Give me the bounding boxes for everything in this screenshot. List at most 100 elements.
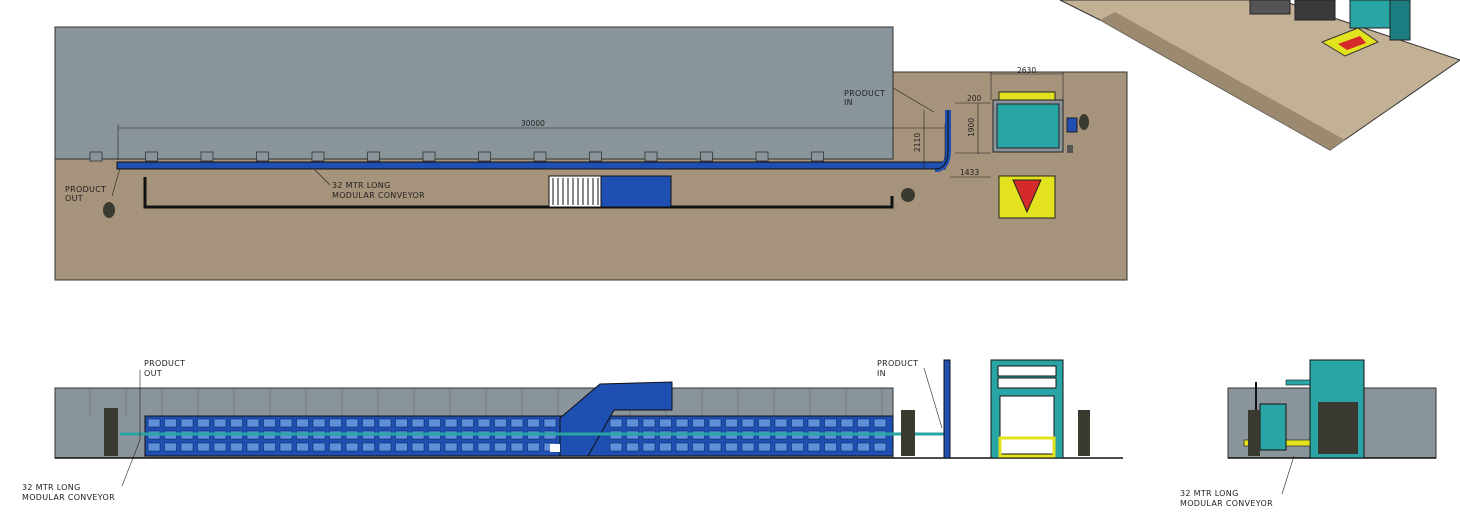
conveyor-cell <box>791 418 804 428</box>
conveyor-cell <box>725 442 738 452</box>
conveyor-cell <box>263 442 276 452</box>
elevation-machine <box>990 359 1064 459</box>
conveyor-cell <box>329 418 342 428</box>
conveyor-cell <box>345 418 359 428</box>
conveyor-cell <box>626 442 639 452</box>
conveyor-cell <box>461 442 474 452</box>
conveyor-cell <box>164 418 177 428</box>
conveyor-cell <box>527 442 540 452</box>
conveyor-cell <box>807 418 821 428</box>
conveyor-cell <box>180 418 194 428</box>
dim-200: 200 <box>967 94 982 103</box>
front-elevation: PRODUCT OUT PRODUCT IN 32 MTR LONG MODUL… <box>22 359 1123 502</box>
conveyor-cell <box>692 442 705 452</box>
conveyor-cell <box>362 418 375 428</box>
conveyor-cell <box>477 418 491 428</box>
conveyor-cell <box>725 418 738 428</box>
conveyor-cell <box>840 418 854 428</box>
conveyor-cell <box>857 418 870 428</box>
plan-column <box>589 151 602 162</box>
conveyor-cell <box>378 418 392 428</box>
conveyor-cell <box>741 418 755 428</box>
plan-column <box>700 151 713 162</box>
elev-product-in-line2: IN <box>877 369 886 378</box>
dim-length: 30000 <box>521 119 545 128</box>
elev-product-in-line1: PRODUCT <box>877 359 918 368</box>
plan-column <box>478 151 491 162</box>
conveyor-cell <box>444 418 458 428</box>
red-arrow <box>1012 179 1042 214</box>
conveyor-cell <box>510 418 524 428</box>
conveyor-cell <box>246 442 260 452</box>
conveyor-cell <box>543 418 557 428</box>
plan-frame-line <box>143 177 894 209</box>
plan-conveyor <box>116 161 946 170</box>
iso-machine <box>1249 0 1411 57</box>
plan-column <box>256 151 269 162</box>
plan-product-out-line1: PRODUCT <box>65 185 106 194</box>
side-conveyor-line2: MODULAR CONVEYOR <box>1180 499 1273 508</box>
conveyor-cell <box>213 442 227 452</box>
plan-unit <box>548 175 672 208</box>
dim-1900: 1900 <box>967 118 976 137</box>
dim-2630: 2630 <box>1017 66 1036 75</box>
conveyor-cell <box>642 418 656 428</box>
conveyor-cell <box>758 418 771 428</box>
conveyor-cell <box>147 418 161 428</box>
conveyor-cell <box>428 418 441 428</box>
side-elevation: 32 MTR LONG MODULAR CONVEYOR <box>1180 359 1437 508</box>
conveyor-cell <box>197 418 210 428</box>
plan-column <box>145 151 158 162</box>
plan-product-in-line1: PRODUCT <box>844 89 885 98</box>
conveyor-cell <box>857 442 870 452</box>
conveyor-cell <box>741 442 755 452</box>
conveyor-cell <box>659 418 672 428</box>
conveyor-cell <box>774 442 788 452</box>
conveyor-cell <box>296 418 309 428</box>
conveyor-cell <box>609 442 623 452</box>
conveyor-cell <box>329 442 342 452</box>
isometric-view <box>1059 0 1460 151</box>
conveyor-cell <box>494 442 507 452</box>
plan-column <box>200 151 214 162</box>
conveyor-cell <box>279 442 293 452</box>
conveyor-cell <box>675 418 689 428</box>
dim-1433: 1433 <box>960 168 979 177</box>
conveyor-cell <box>873 418 887 428</box>
conveyor-cell <box>824 442 837 452</box>
conveyor-cell <box>411 418 425 428</box>
conveyor-cell <box>494 418 507 428</box>
plan-column <box>311 151 325 162</box>
conveyor-cell <box>642 442 656 452</box>
elev-product-out-line2: OUT <box>144 369 162 378</box>
plan-product-in-line2: IN <box>844 98 853 107</box>
plan-product-out-line2: OUT <box>65 194 83 203</box>
conveyor-cell <box>873 442 887 452</box>
conveyor-cell <box>609 418 623 428</box>
plan-view: 30000 2630 200 1900 2110 1433 PRODUCT IN… <box>54 26 1128 281</box>
conveyor-cell <box>362 442 375 452</box>
plan-column <box>644 151 658 162</box>
conveyor-cell <box>164 442 177 452</box>
plan-column <box>89 151 103 162</box>
plan-dimensions <box>111 72 1064 197</box>
plan-column <box>811 151 824 162</box>
side-conveyor-line1: 32 MTR LONG <box>1180 489 1239 498</box>
conveyor-cell <box>428 442 441 452</box>
conveyor-cell <box>230 418 243 428</box>
plan-column <box>533 151 547 162</box>
elev-conveyor-line1: 32 MTR LONG <box>22 483 81 492</box>
conveyor-cell <box>263 418 276 428</box>
elevation-incline-hood <box>559 381 673 457</box>
conveyor-cell <box>312 418 326 428</box>
conveyor-cell <box>411 442 425 452</box>
conveyor-cell <box>444 442 458 452</box>
plan-machine <box>992 91 1078 219</box>
plan-operators <box>103 114 1089 218</box>
elevation-operators <box>104 408 1090 456</box>
conveyor-cell <box>477 442 491 452</box>
conveyor-cell <box>774 418 788 428</box>
plan-column <box>755 151 769 162</box>
conveyor-cell <box>708 418 722 428</box>
